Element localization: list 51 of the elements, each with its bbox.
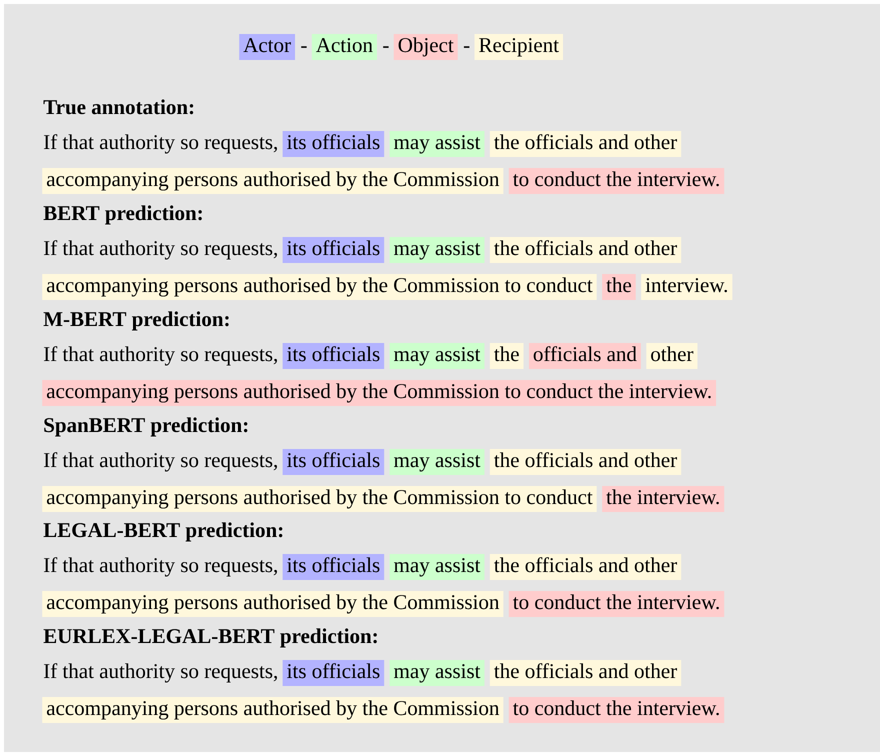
separator-dash: -: [464, 46, 470, 48]
highlighted-span: the interview.: [602, 486, 724, 512]
separator-dash: -: [301, 46, 307, 48]
highlighted-span: the officials and other: [490, 554, 682, 580]
legend-key: Object: [394, 34, 458, 60]
highlighted-span: may assist: [390, 449, 484, 475]
highlighted-span: to conduct the interview.: [508, 697, 724, 723]
highlighted-span: may assist: [390, 660, 484, 686]
highlighted-span: its officials: [282, 660, 384, 686]
heading: LEGAL-BERT prediction:: [44, 522, 282, 542]
sentence-text: If that authority so requests,: [44, 134, 277, 154]
highlighted-span: the officials and other: [490, 449, 682, 475]
highlighted-span: the: [602, 274, 636, 300]
highlighted-span: the: [490, 343, 524, 369]
highlighted-span: its officials: [282, 449, 384, 475]
highlighted-span: accompanying persons authorised by the Commission: [42, 168, 504, 194]
separator-dash: -: [383, 46, 389, 48]
highlighted-span: accompanying persons authorised by the Commission to conduct the interview.: [42, 380, 716, 406]
highlighted-span: officials and: [528, 343, 641, 369]
heading: True annotation:: [44, 99, 194, 114]
highlighted-span: its officials: [282, 343, 384, 369]
legend-key: Actor: [239, 34, 296, 60]
highlighted-span: may assist: [390, 131, 484, 157]
legend-key: Recipient: [474, 34, 563, 60]
highlighted-span: the officials and other: [490, 237, 682, 263]
highlighted-span: other: [646, 343, 698, 369]
highlighted-span: accompanying persons authorised by the Commission: [42, 697, 504, 723]
sentence-text: If that authority so requests,: [44, 240, 277, 260]
highlighted-span: its officials: [282, 237, 384, 263]
highlighted-span: to conduct the interview.: [508, 168, 724, 194]
highlighted-span: accompanying persons authorised by the Commission to conduct: [42, 274, 597, 300]
highlighted-span: may assist: [390, 554, 484, 580]
highlighted-span: may assist: [390, 237, 484, 263]
sentence-text: If that authority so requests,: [44, 452, 277, 472]
highlighted-span: to conduct the interview.: [508, 591, 724, 617]
sentence-text: If that authority so requests,: [44, 346, 277, 366]
highlighted-span: accompanying persons authorised by the Commission to conduct: [42, 486, 597, 512]
sentence-text: If that authority so requests,: [44, 557, 277, 577]
highlighted-span: its officials: [282, 554, 384, 580]
heading: M-BERT prediction:: [44, 311, 229, 330]
highlighted-span: its officials: [282, 131, 384, 157]
highlighted-span: accompanying persons authorised by the Commission: [42, 591, 504, 617]
highlighted-span: the officials and other: [490, 131, 682, 157]
heading: SpanBERT prediction:: [44, 417, 248, 436]
highlighted-span: interview.: [641, 274, 732, 300]
sentence-text: If that authority so requests,: [44, 663, 277, 683]
highlighted-span: may assist: [390, 343, 484, 369]
heading: EURLEX-LEGAL-BERT prediction:: [44, 628, 377, 648]
legend-key: Action: [312, 34, 377, 60]
highlighted-span: the officials and other: [490, 660, 682, 686]
heading: BERT prediction:: [44, 205, 202, 224]
